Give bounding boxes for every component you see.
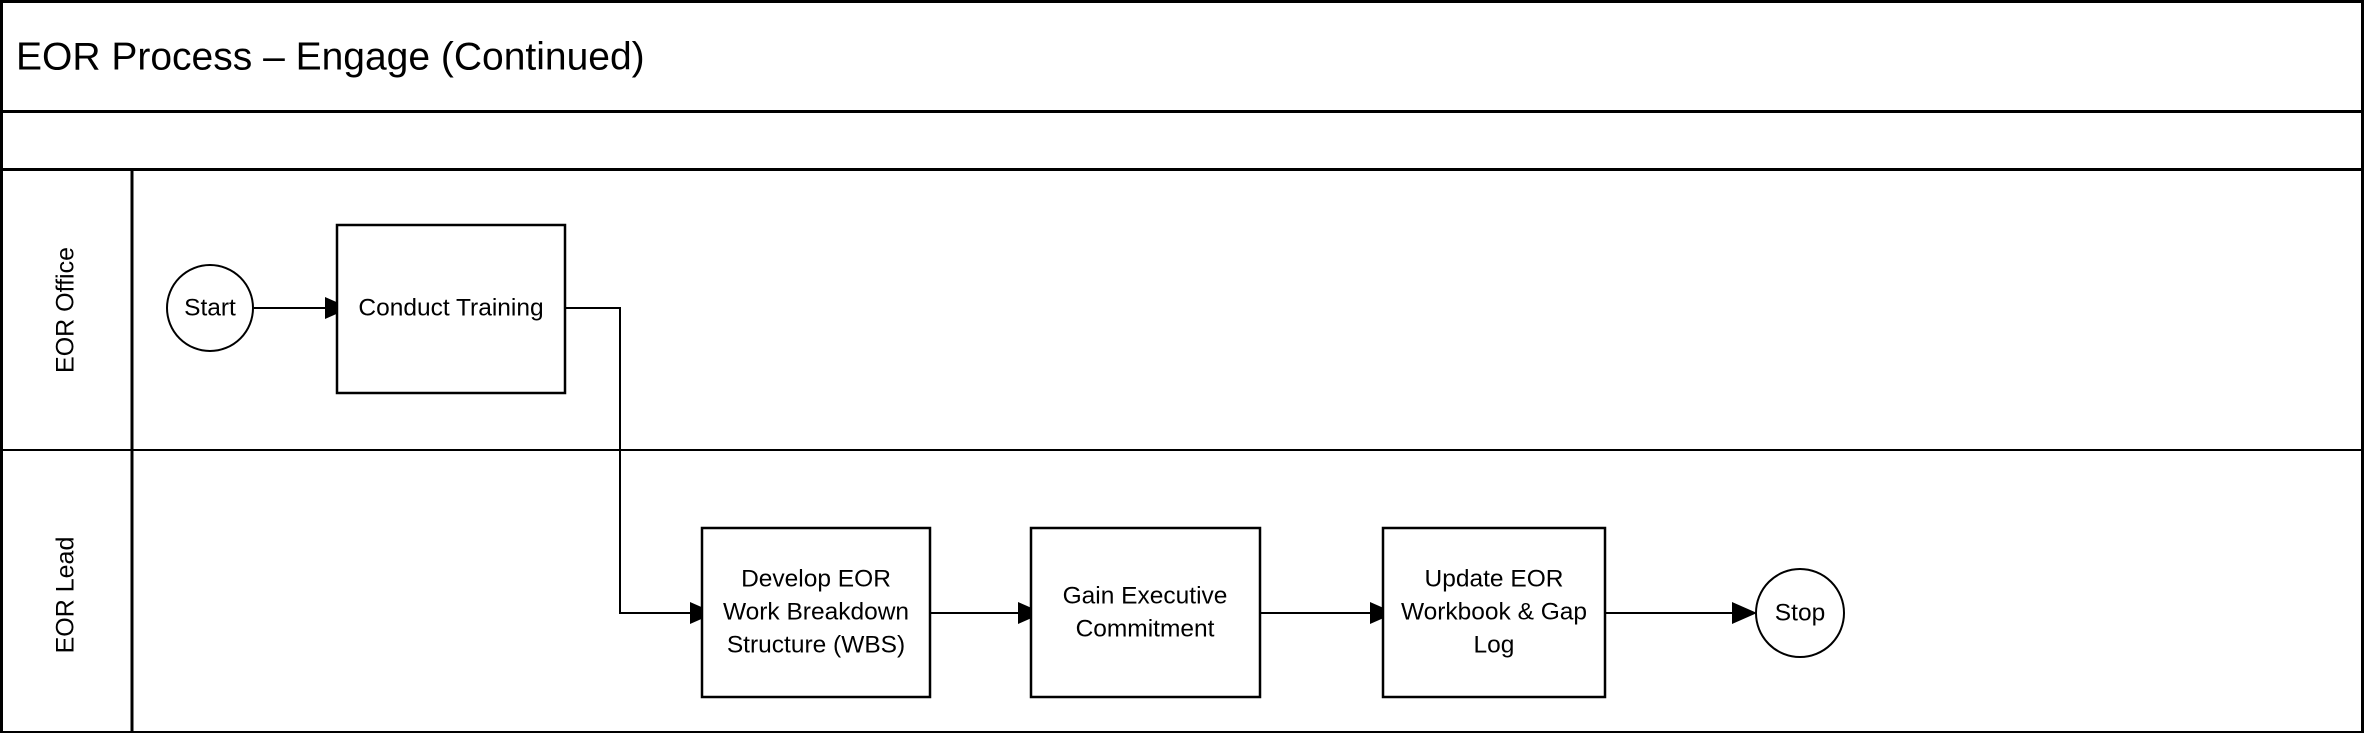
task-label-update-eor-workbook-line-2: Workbook & Gap <box>1401 598 1587 625</box>
start-event-label: Start <box>184 294 236 321</box>
edge-start-to-conduct-training <box>254 297 350 319</box>
lane-label-eor-office: EOR Office <box>52 247 80 373</box>
edge-update-eor-workbook-to-stop <box>1605 602 1757 624</box>
task-label-gain-executive-commitment-line-1: Gain Executive <box>1063 582 1228 609</box>
task-box-update-eor-workbook[interactable] <box>1381 526 1607 699</box>
start-event-circle[interactable] <box>166 264 254 352</box>
spacer-band <box>0 110 2364 171</box>
lane-label-eor-lead: EOR Lead <box>52 537 80 654</box>
task-box-develop-eor-wbs[interactable] <box>700 526 932 699</box>
task-label-conduct-training: Conduct Training <box>358 294 543 321</box>
task-box-gain-executive-commitment[interactable] <box>1029 526 1262 699</box>
page-title: EOR Process – Engage (Continued) <box>16 35 645 78</box>
edge-gain-executive-commitment-to-update-eor-workbook <box>1260 602 1395 624</box>
node-conduct-training[interactable]: Conduct Training <box>335 223 567 395</box>
task-label-develop-eor-wbs-line-3: Structure (WBS) <box>727 631 905 658</box>
task-label-develop-eor-wbs-line-1: Develop EOR <box>741 565 891 592</box>
lane-eor-lead: EOR Lead <box>52 537 80 654</box>
edge-develop-eor-wbs-to-gain-executive-commitment <box>930 602 1043 624</box>
task-label-develop-eor-wbs-line-2: Work Breakdown <box>723 598 909 625</box>
arrow-head-icon <box>1732 602 1757 624</box>
task-box-conduct-training[interactable] <box>335 223 567 395</box>
node-update-eor-workbook[interactable]: Update EOR Workbook & Gap Log <box>1381 526 1607 699</box>
node-develop-eor-wbs[interactable]: Develop EOR Work Breakdown Structure (WB… <box>700 526 932 699</box>
node-stop[interactable]: Stop <box>1755 568 1845 658</box>
lane-eor-office: EOR Office <box>52 247 80 373</box>
task-label-gain-executive-commitment-line-2: Commitment <box>1076 615 1215 642</box>
lane-structure <box>2 170 2363 733</box>
edge-conduct-training-to-develop-eor-wbs <box>565 307 715 624</box>
stop-event-label: Stop <box>1775 599 1825 626</box>
task-label-update-eor-workbook-line-1: Update EOR <box>1425 565 1564 592</box>
node-start[interactable]: Start <box>166 264 254 352</box>
stop-event-circle[interactable] <box>1755 568 1845 658</box>
task-label-update-eor-workbook-line-3: Log <box>1474 631 1515 658</box>
node-gain-executive-commitment[interactable]: Gain Executive Commitment <box>1029 526 1262 699</box>
